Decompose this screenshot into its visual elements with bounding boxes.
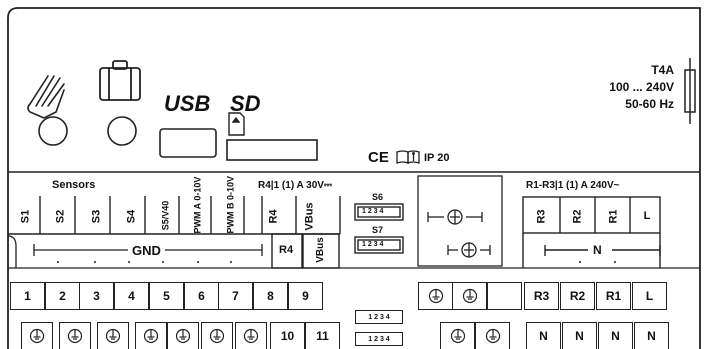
terminal-earth-bottom[interactable]	[21, 322, 53, 349]
terminal-r3-top[interactable]: R3	[524, 282, 559, 310]
terminal-7-top[interactable]: 7	[218, 282, 253, 310]
earth-icon	[105, 328, 121, 344]
terminal-label-r4: R4	[267, 209, 280, 224]
terminal-earth-bottom[interactable]	[59, 322, 91, 349]
plug-s6	[354, 203, 404, 221]
s6-label: S6	[372, 192, 384, 202]
terminal-r1-top[interactable]: R1	[596, 282, 631, 310]
terminal-label-pwm-b-0-10v: PWM B 0-10V	[225, 175, 236, 234]
terminal-label-l: L	[643, 210, 651, 222]
terminal-label-r1: R1	[607, 209, 620, 224]
usb-port	[159, 128, 217, 158]
fuse-rating: T4A	[651, 63, 674, 77]
hand-icon	[27, 75, 65, 119]
ce-mark: CE	[368, 149, 389, 166]
earth-icon	[462, 288, 477, 304]
terminal-r2-top[interactable]: R2	[560, 282, 595, 310]
manual-icon	[396, 150, 420, 164]
plug-s7	[354, 236, 404, 254]
s7-label: S7	[372, 225, 384, 235]
terminal-n-bottom[interactable]: N	[562, 322, 597, 349]
sensors-heading: Sensors	[52, 179, 96, 191]
terminal-9-top[interactable]: 9	[288, 282, 323, 310]
sd-card-icon	[228, 112, 245, 136]
terminal-label-r3: R3	[535, 209, 548, 224]
terminal-4-top[interactable]: 4	[114, 282, 149, 310]
fuse-icon	[684, 58, 696, 124]
relay-block	[522, 196, 661, 268]
earth-icon	[143, 328, 159, 344]
housing-outline	[7, 7, 701, 349]
terminal-5-top[interactable]: 5	[149, 282, 184, 310]
terminal-l-top[interactable]: L	[632, 282, 667, 310]
terminal-earth-top[interactable]	[418, 282, 453, 310]
suitcase-button-icon	[107, 116, 137, 146]
n-label: N	[590, 244, 605, 256]
earth-icon	[29, 328, 45, 344]
terminal-earth-bottom[interactable]	[97, 322, 129, 349]
sd-slot	[226, 139, 318, 161]
earth-icon	[175, 328, 191, 344]
s7-pins: 1 2 3 4	[362, 241, 384, 248]
terminal-earth-bottom[interactable]	[440, 322, 475, 349]
terminal-label-s4: S4	[125, 209, 138, 224]
terminal-6-top[interactable]: 6	[184, 282, 219, 310]
terminal-3-top[interactable]: 3	[79, 282, 114, 310]
terminal-dots	[57, 261, 616, 263]
bottom-plug-1[interactable]: 1 2 3 4	[355, 310, 403, 324]
sd-label: SD	[230, 91, 261, 116]
terminal-earth-bottom[interactable]	[475, 322, 510, 349]
terminal-label-s1: S1	[19, 209, 32, 224]
earth-icon	[450, 328, 465, 344]
terminal-n-bottom[interactable]: N	[598, 322, 633, 349]
earth-icon	[428, 288, 443, 304]
usb-label: USB	[164, 91, 211, 116]
r4-lower-label: R4	[279, 244, 294, 256]
terminal-10-bottom[interactable]: 10	[270, 322, 305, 349]
vbus-lower-box	[302, 233, 340, 269]
earth-switch-icon	[417, 175, 503, 267]
terminal-earth-bottom[interactable]	[235, 322, 267, 349]
terminal-earth-top[interactable]	[452, 282, 487, 310]
terminal-label-vbus: VBus	[303, 202, 316, 231]
gnd-label: GND	[128, 244, 165, 257]
terminal-1-top[interactable]: 1	[10, 282, 45, 310]
earth-icon	[243, 328, 259, 344]
frequency-rating: 50-60 Hz	[625, 97, 674, 111]
ip-rating: IP 20	[424, 152, 450, 164]
terminal-11-bottom[interactable]: 11	[305, 322, 340, 349]
terminal-earth-bottom[interactable]	[167, 322, 199, 349]
terminal-label-s5-v40: S5/V40	[160, 200, 171, 231]
terminal-2-top[interactable]: 2	[45, 282, 80, 310]
terminal-earth-bottom[interactable]	[135, 322, 167, 349]
earth-icon	[485, 328, 500, 344]
r4-lower-box	[271, 233, 303, 269]
relay-r4-rating: R4|1 (1) A 30V⎓	[258, 180, 332, 191]
terminal-n-bottom[interactable]: N	[634, 322, 669, 349]
voltage-rating: 100 ... 240V	[609, 80, 674, 94]
terminal-label-s3: S3	[90, 209, 103, 224]
hand-button-icon	[38, 116, 68, 146]
terminal-label-pwm-a-0-10v: PWM A 0-10V	[192, 176, 203, 234]
terminal-earth-bottom[interactable]	[201, 322, 233, 349]
terminal-8-top[interactable]: 8	[253, 282, 288, 310]
suitcase-icon	[99, 60, 141, 101]
relay-r1-r3-rating: R1-R3|1 (1) A 240V~	[526, 180, 620, 191]
terminal-label-r2: R2	[571, 209, 584, 224]
bottom-plug-2[interactable]: 1 2 3 4	[355, 332, 403, 346]
earth-icon	[209, 328, 225, 344]
terminal-n-bottom[interactable]: N	[526, 322, 561, 349]
terminal-label-s2: S2	[54, 209, 67, 224]
earth-icon	[67, 328, 83, 344]
terminal-earth-top[interactable]	[487, 282, 522, 310]
vbus-lower-label: VBus	[315, 237, 326, 263]
s6-pins: 1 2 3 4	[362, 208, 384, 215]
